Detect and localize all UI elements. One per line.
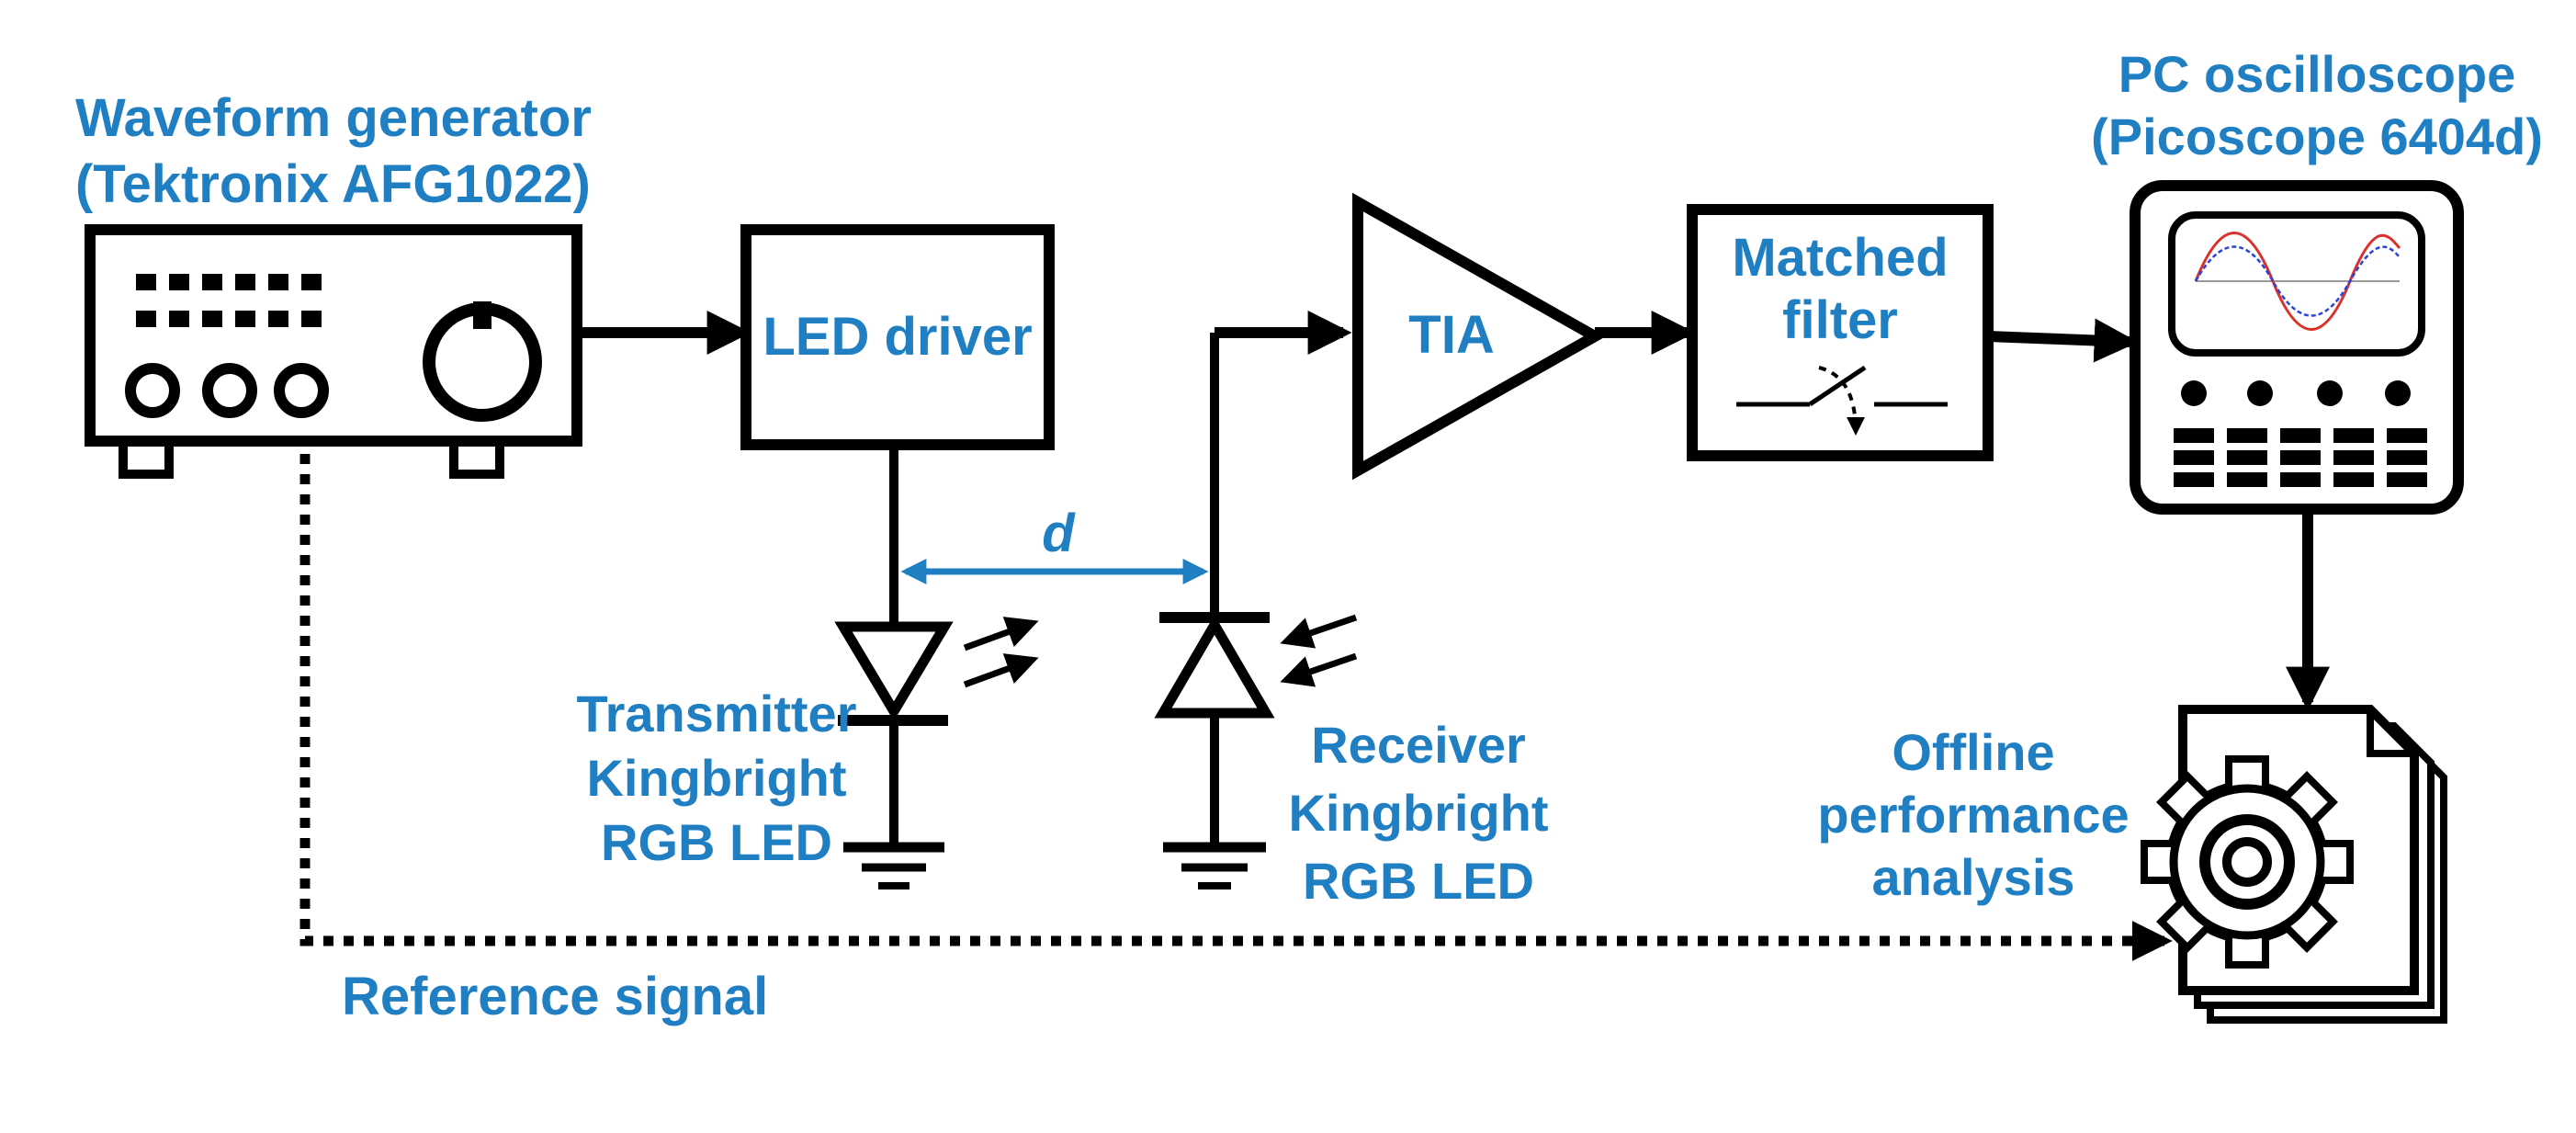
offline-line2: performance [1817, 786, 2129, 844]
signal-arrow-filter-to-scope [1987, 318, 2139, 363]
tia-amplifier [1352, 192, 1607, 481]
led-driver-label: LED driver [763, 307, 1032, 367]
offline-line1: Offline [1892, 723, 2054, 781]
transmitter-line2: Kingbright [586, 749, 846, 807]
ground-icon [843, 842, 944, 889]
switch-icon [1736, 365, 1948, 436]
matched-filter-line2: filter [1782, 290, 1898, 350]
receiver-line3: RGB LED [1303, 852, 1534, 910]
oscilloscope-icon [2130, 180, 2464, 515]
generator-title-line1: Waveform generator [75, 88, 592, 148]
waveform-generator-icon [85, 224, 582, 479]
photodiode-icon [1154, 311, 1358, 844]
reference-signal-path [299, 454, 2173, 961]
transmitter-led-icon [834, 617, 1039, 844]
tia-label: TIA [1408, 305, 1494, 365]
oscilloscope-title-line1: PC oscilloscope [2118, 45, 2516, 103]
gear-document-icon [2141, 705, 2447, 1024]
offline-line3: analysis [1871, 848, 2074, 906]
receiver-line1: Receiver [1311, 716, 1526, 774]
reference-signal-label: Reference signal [342, 967, 768, 1026]
distance-label: d [1042, 504, 1076, 563]
receiver-line2: Kingbright [1288, 784, 1548, 842]
transmitter-line3: RGB LED [601, 813, 832, 871]
ground-icon [1163, 842, 1266, 889]
generator-title-line2: (Tektronix AFG1022) [75, 154, 591, 214]
oscilloscope-title-line2: (Picoscope 6404d) [2091, 108, 2543, 165]
transmitter-line1: Transmitter [577, 685, 857, 742]
matched-filter-line1: Matched [1732, 228, 1948, 288]
matched-filter-block [1687, 204, 1994, 461]
